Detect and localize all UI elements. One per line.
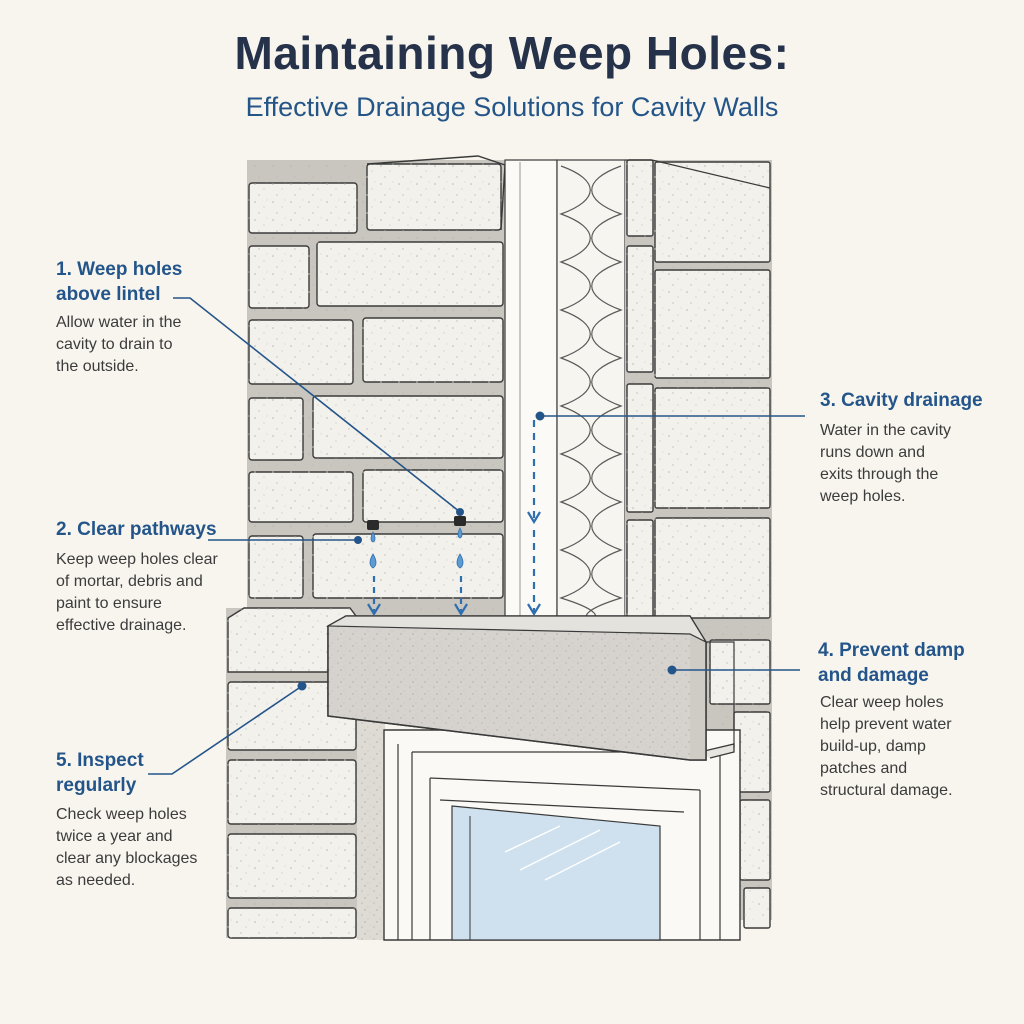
callout-4-heading: 4. Prevent damp and damage (818, 638, 965, 688)
callout-2-body-line: effective drainage. (56, 617, 187, 634)
callout-4-body: Clear weep holes help prevent water buil… (820, 692, 953, 802)
callout-5-body-line: Check weep holes (56, 806, 187, 823)
outer-brick-leaf (247, 155, 506, 618)
callout-1-heading-line-1: 1. Weep holes (56, 259, 183, 280)
callout-4-body-line: patches and (820, 760, 908, 777)
leader-dots (297, 411, 677, 691)
callout-3-body: Water in the cavity runs down and exits … (820, 420, 951, 508)
callout-4-heading-line-2: and damage (818, 665, 929, 686)
callout-5-heading-line-2: regularly (56, 775, 137, 796)
window-glass (451, 805, 661, 941)
weep-hole-right (454, 516, 466, 526)
concrete-lintel (325, 615, 708, 761)
callout-4-body-line: build-up, damp (820, 738, 926, 755)
callout-5-body-line: twice a year and (56, 828, 173, 845)
water-drops (369, 527, 464, 569)
callout-1-body-line: cavity to drain to (56, 336, 173, 353)
callout-3-body-line: Water in the cavity (820, 422, 952, 439)
callout-4-body-line: Clear weep holes (820, 694, 944, 711)
callout-2-body: Keep weep holes clear of mortar, debris … (56, 549, 218, 637)
callout-1-heading: 1. Weep holes above lintel (56, 257, 182, 307)
callout-2-body-line: of mortar, debris and (56, 573, 203, 590)
page-title: Maintaining Weep Holes: (234, 27, 790, 79)
callout-3-body-line: runs down and (820, 444, 925, 461)
callout-5-body-line: as needed. (56, 872, 136, 889)
callout-2-heading: 2. Clear pathways (56, 517, 217, 542)
weep-hole-left (367, 520, 379, 530)
insulation-layer (556, 159, 626, 621)
callout-5-heading-line-1: 5. Inspect (56, 750, 144, 771)
window (383, 729, 741, 941)
callout-2-body-line: paint to ensure (56, 595, 162, 612)
leader-lines (148, 297, 805, 775)
callout-2-heading-line-1: 2. Clear pathways (56, 519, 217, 540)
drainage-arrows (367, 420, 541, 617)
callout-3-heading: 3. Cavity drainage (820, 388, 983, 413)
callout-3-heading-line-1: 3. Cavity drainage (820, 390, 983, 411)
callout-3-body-line: exits through the (820, 466, 939, 483)
callout-5-heading: 5. Inspect regularly (56, 748, 144, 798)
callout-3-body-line: weep holes. (820, 488, 906, 505)
callout-1-heading-line-2: above lintel (56, 284, 161, 305)
callout-1-body-line: Allow water in the (56, 314, 182, 331)
callout-5-body: Check weep holes twice a year and clear … (56, 804, 197, 892)
callout-1-body-line: the outside. (56, 358, 139, 375)
callout-4-body-line: help prevent water (820, 716, 952, 733)
callout-1-body: Allow water in the cavity to drain to th… (56, 312, 181, 378)
callout-4-body-line: structural damage. (820, 782, 953, 799)
callout-2-body-line: Keep weep holes clear (56, 551, 218, 568)
callout-4-heading-line-1: 4. Prevent damp (818, 640, 965, 661)
page-subtitle: Effective Drainage Solutions for Cavity … (245, 92, 779, 122)
wall-cavity (504, 159, 558, 621)
callout-5-body-line: clear any blockages (56, 850, 198, 867)
